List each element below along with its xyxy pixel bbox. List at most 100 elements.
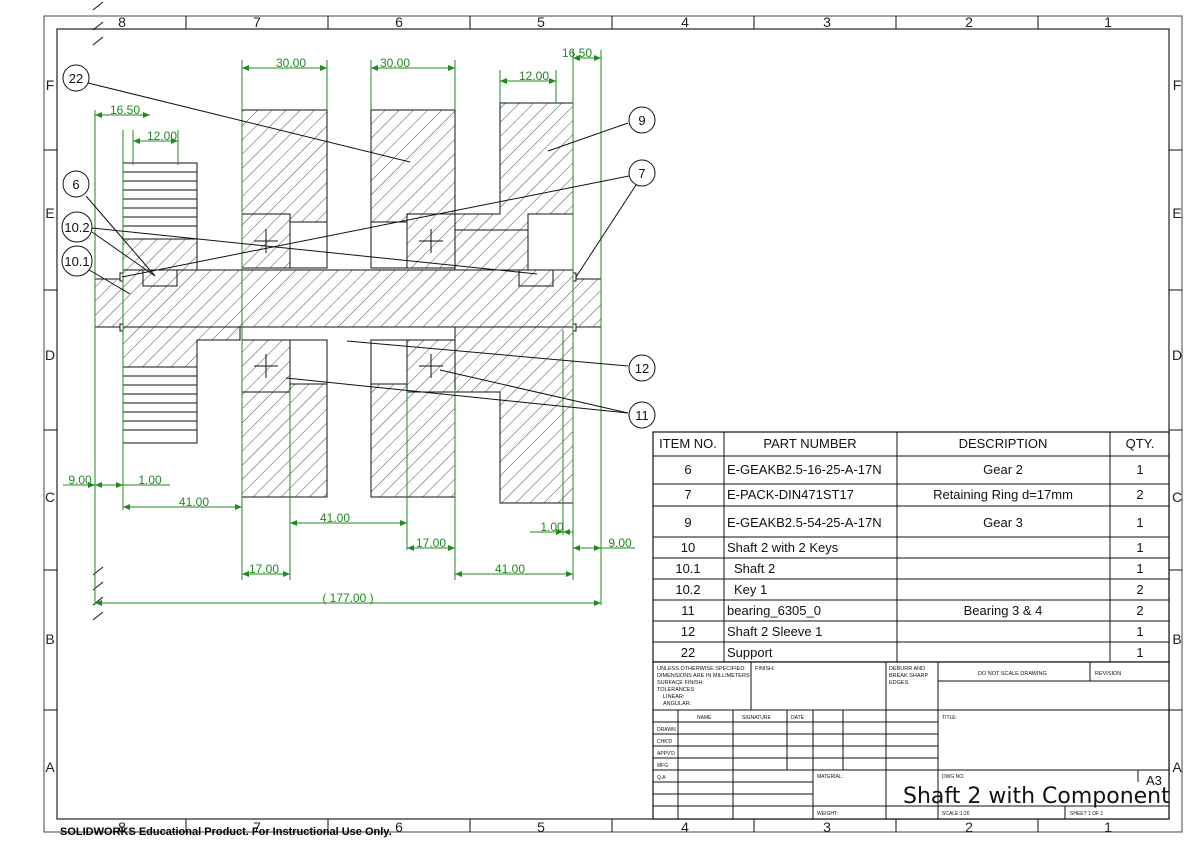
tolerance-line-2: DIMENSIONS ARE IN MILLIMETERS [657,673,750,679]
gear-2 [122,162,241,444]
balloon-11-label: 11 [635,408,649,423]
zone-row-right-C: C [1172,489,1182,505]
weight-label: WEIGHT: [817,811,838,817]
table-row: 22 Support 1 [681,645,1144,660]
dim-9-left: 9.00 [68,473,92,487]
bom-header-item: ITEM NO. [659,436,717,451]
chkd-label: CHK'D [657,739,673,745]
zone-row-right-D: D [1172,347,1182,363]
table-row: 6 E-GEAKB2.5-16-25-A-17N Gear 2 1 [684,462,1143,477]
title-block: UNLESS OTHERWISE SPECIFIED: DIMENSIONS A… [652,661,1170,820]
tolerance-line-1: UNLESS OTHERWISE SPECIFIED: [657,666,746,672]
dim-30-a: 30.00 [276,56,306,70]
dim-1-left: 1.00 [138,473,162,487]
balloon-leaders [85,82,637,414]
dim-30-b: 30.00 [380,56,410,70]
balloon-11: 11 [628,401,656,429]
table-row: 9 E-GEAKB2.5-54-25-A-17N Gear 3 1 [684,515,1143,530]
section-view: 16.50 30.00 30.00 12.00 16.50 12.00 9.00… [61,46,656,606]
bom-cell-item: 10.2 [675,582,700,597]
bom-cell-item: 10.1 [675,561,700,576]
balloon-9-label: 9 [638,113,645,128]
extension-lines [94,50,602,605]
tolerance-line-3: SURFACE FINISH: [657,680,705,686]
balloon-10-2-label: 10.2 [64,220,89,235]
zone-row-right-F: F [1173,77,1182,93]
dim-12-top: 12.00 [519,69,549,83]
bom-cell-qty: 1 [1136,540,1143,555]
bom-cell-part: Shaft 2 [734,561,775,576]
shaft [94,269,602,332]
bom-cell-qty: 2 [1136,603,1143,618]
balloon-22-label: 22 [69,71,83,86]
bom-cell-qty: 1 [1136,561,1143,576]
bom-cell-item: 6 [684,462,691,477]
table-row: 10.2 Key 1 2 [675,582,1143,597]
zone-row-left-E: E [45,205,54,221]
balloon-7-label: 7 [638,166,645,181]
dim-12-left: 12.00 [147,129,177,143]
bom-cell-part: E-PACK-DIN471ST17 [727,487,854,502]
table-row: 7 E-PACK-DIN471ST17 Retaining Ring d=17m… [684,487,1143,502]
outer-border [43,15,1183,833]
signature-header: SIGNATURE [742,715,771,721]
zone-row-left-F: F [46,77,55,93]
deburr-line-1: DEBURR AND [889,666,925,672]
watermark-text: SOLIDWORKS Educational Product. For Inst… [60,826,392,838]
bom-cell-item: 10 [681,540,695,555]
zone-col-top-4: 4 [681,14,689,30]
balloon-12-label: 12 [635,361,649,376]
bom-cell-qty: 1 [1136,462,1143,477]
bom-cell-part: Shaft 2 with 2 Keys [727,540,839,555]
name-header: NAME [697,715,712,721]
bom-table: ITEM NO. PART NUMBER DESCRIPTION QTY. 6 … [652,431,1170,663]
dim-9-right: 9.00 [608,536,632,550]
appvd-label: APPV'D [657,751,675,757]
bom-cell-item: 22 [681,645,695,660]
zone-col-top-5: 5 [537,14,545,30]
dim-41-a: 41.00 [179,495,209,509]
zone-col-top-2: 2 [965,14,973,30]
bom-cell-part: E-GEAKB2.5-16-25-A-17N [727,462,882,477]
zone-col-top-1: 1 [1104,14,1112,30]
date-header: DATE [791,715,805,721]
table-row: 10 Shaft 2 with 2 Keys 1 [681,540,1144,555]
zone-row-right-E: E [1172,205,1181,221]
bom-cell-desc: Gear 2 [983,462,1023,477]
bom-cell-part: Support [727,645,773,660]
deburr-line-2: BREAK SHARP [889,673,928,679]
dim-17-b: 17.00 [249,562,279,576]
balloon-6: 6 [62,170,90,198]
zone-col-top-7: 7 [253,14,261,30]
dimension-lines [63,55,635,606]
dwg-no-label: DWG NO. [942,774,965,780]
bom-cell-item: 7 [684,487,691,502]
dim-1-right: 1.00 [540,520,564,534]
zone-col-top-8: 8 [118,14,126,30]
zone-col-top-3: 3 [823,14,831,30]
drawing-title: Shaft 2 with Component [903,784,1170,809]
balloon-9: 9 [628,106,656,134]
balloon-22: 22 [62,64,90,92]
bom-cell-desc: Retaining Ring d=17mm [933,487,1073,502]
bom-header-part: PART NUMBER [763,436,856,451]
zone-row-left-D: D [45,347,55,363]
dim-total: ( 177.00 ) [322,591,373,605]
balloon-10-1-label: 10.1 [64,254,89,269]
bom-cell-qty: 1 [1136,645,1143,660]
zone-row-left-C: C [45,489,55,505]
bom-cell-desc: Gear 3 [983,515,1023,530]
table-row: 11 bearing_6305_0 Bearing 3 & 4 2 [681,603,1143,618]
do-not-scale-label: DO NOT SCALE DRAWING [978,671,1047,677]
dim-41-b: 41.00 [320,511,350,525]
material-label: MATERIAL: [817,774,843,780]
drawn-label: DRAWN [657,727,676,733]
dim-17-a: 17.00 [416,536,446,550]
zone-col-top-6: 6 [395,14,403,30]
bom-cell-item: 9 [684,515,691,530]
zone-col-bottom-6: 6 [395,819,403,835]
bom-cell-desc: Bearing 3 & 4 [964,603,1043,618]
dim-16-50-left: 16.50 [110,103,140,117]
bom-cell-part: E-GEAKB2.5-54-25-A-17N [727,515,882,530]
